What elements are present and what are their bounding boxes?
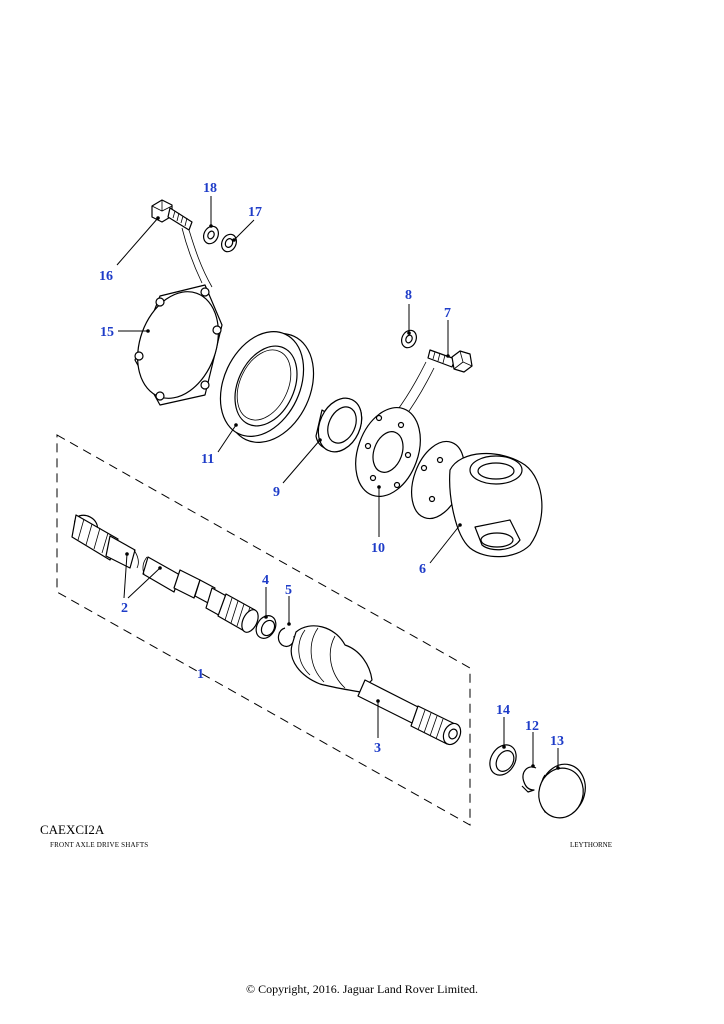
callout-10[interactable]: 10 — [371, 541, 385, 556]
leader-lines — [116, 196, 560, 770]
copyright-notice: © Copyright, 2016. Jaguar Land Rover Lim… — [245, 982, 479, 996]
callout-6[interactable]: 6 — [419, 562, 426, 577]
callout-17[interactable]: 17 — [248, 205, 262, 220]
part-bolt-7 — [395, 349, 473, 419]
callout-12[interactable]: 12 — [525, 719, 539, 734]
part-washer-18 — [203, 225, 219, 245]
part-gasket-15 — [134, 284, 223, 406]
part-swivel-housing-6 — [411, 440, 543, 558]
part-washer-8 — [401, 329, 417, 349]
callout-2[interactable]: 2 — [121, 601, 128, 616]
part-cv-joint-3 — [290, 625, 462, 746]
part-ring-4 — [255, 615, 277, 639]
callout-16[interactable]: 16 — [99, 269, 113, 284]
part-flange-10 — [355, 406, 421, 498]
callout-9[interactable]: 9 — [273, 485, 280, 500]
callout-5[interactable]: 5 — [285, 583, 292, 598]
callout-11[interactable]: 11 — [201, 452, 214, 467]
callout-14[interactable]: 14 — [496, 703, 510, 718]
part-clip-12 — [521, 766, 537, 793]
diagram-code: CAEXCI2A — [40, 822, 105, 837]
part-hub-cap-13 — [538, 763, 586, 819]
callout-3[interactable]: 3 — [374, 741, 381, 756]
part-washer-17 — [221, 233, 237, 253]
callout-4[interactable]: 4 — [262, 573, 269, 588]
callout-15[interactable]: 15 — [100, 325, 114, 340]
callout-1[interactable]: 1 — [197, 667, 204, 682]
part-inner-shaft-2 — [71, 514, 259, 633]
part-ring-14 — [489, 744, 517, 776]
part-oil-seal-11 — [219, 331, 315, 443]
callouts: 1 2 3 4 5 6 7 8 9 10 11 12 13 14 15 16 1… — [99, 181, 564, 756]
part-circlip-5 — [277, 627, 295, 648]
callout-13[interactable]: 13 — [550, 734, 564, 749]
callout-8[interactable]: 8 — [405, 288, 412, 303]
diagram-caption: FRONT AXLE DRIVE SHAFTS — [50, 841, 149, 849]
callout-7[interactable]: 7 — [444, 306, 451, 321]
callout-18[interactable]: 18 — [203, 181, 217, 196]
part-spacer-9 — [315, 397, 363, 453]
assembly-boundary — [56, 434, 471, 826]
diagram-location: LEYTHORNE — [570, 841, 612, 849]
part-bolt-16 — [151, 199, 213, 288]
